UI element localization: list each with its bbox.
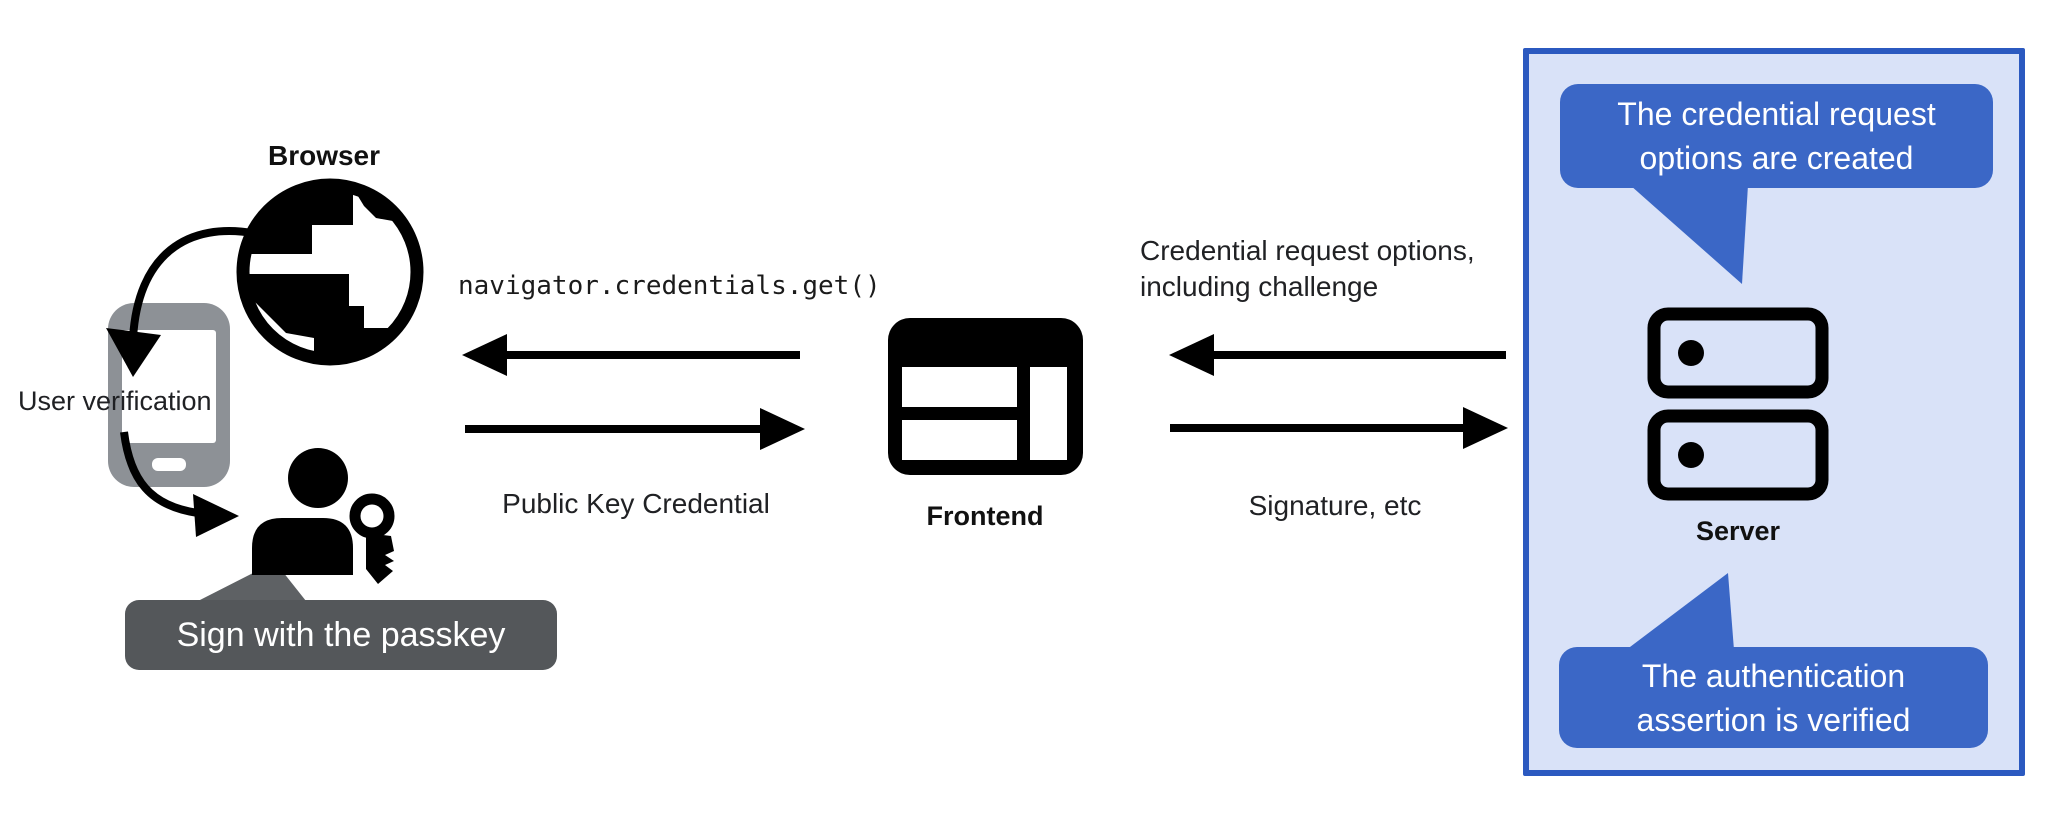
phone-speaker-bar: [152, 458, 186, 471]
user-verification-label: User verification: [18, 386, 212, 416]
server-icon: [1647, 307, 1829, 501]
globe-icon: [236, 178, 424, 366]
arrow-public-key-credential-icon: [465, 408, 805, 450]
bottom-speech-bubble: The authentication assertion is verified: [1559, 647, 1988, 748]
top-bubble-line2: options are created: [1639, 140, 1914, 176]
user-with-passkey-icon: [252, 448, 395, 584]
api-call-code-label: navigator.credentials.get(): [458, 271, 881, 301]
public-key-credential-label: Public Key Credential: [502, 488, 770, 519]
frontend-label: Frontend: [926, 501, 1044, 531]
bottom-bubble-line1: The authentication: [1641, 657, 1906, 694]
top-bubble-line1: The credential request: [1617, 96, 1936, 132]
browser-label: Browser: [267, 140, 381, 171]
top-speech-bubble: The credential request options are creat…: [1560, 84, 1993, 188]
credential-request-line2: including challenge: [1140, 271, 1379, 302]
key-icon: [349, 493, 395, 584]
arrow-credential-request-options-icon: [1169, 334, 1506, 376]
credential-request-line1: Credential request options,: [1140, 235, 1475, 266]
passkey-tooltip: Sign with the passkey: [125, 600, 557, 670]
server-label: Server: [1695, 516, 1781, 546]
passkey-tooltip-label: Sign with the passkey: [176, 615, 506, 654]
credential-request-label: Credential request options, including ch…: [1140, 233, 1475, 305]
bottom-bubble-line2: assertion is verified: [1636, 701, 1911, 738]
arrow-signature-icon: [1170, 407, 1508, 449]
signature-label: Signature, etc: [1248, 490, 1422, 521]
arrow-credentials-get-icon: [462, 334, 800, 376]
user-icon: [252, 448, 353, 575]
frontend-icon: [888, 318, 1083, 475]
